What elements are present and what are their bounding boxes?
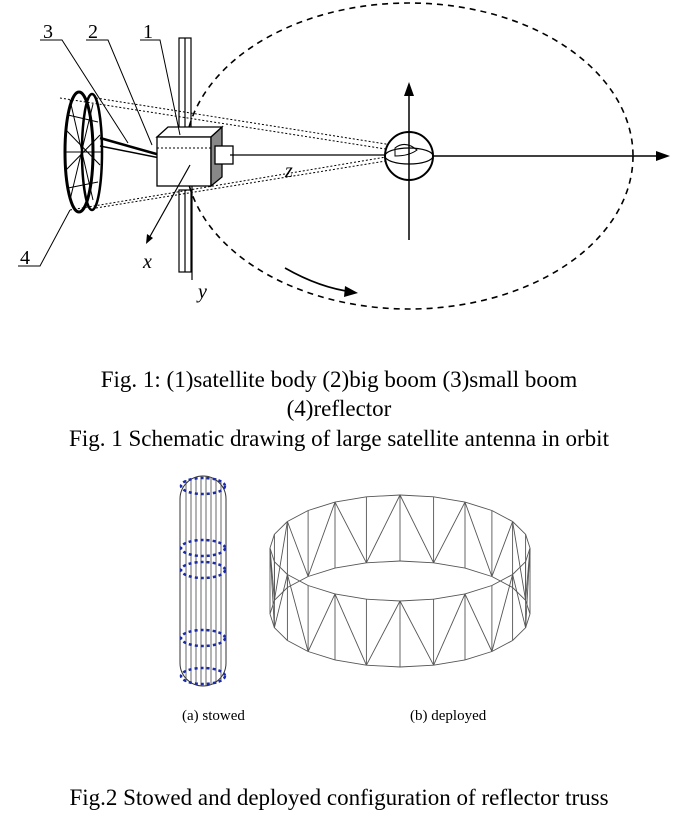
figure-1-caption-line-3: Fig. 1 Schematic drawing of large satell… (69, 426, 609, 451)
label-deployed: (b) deployed (410, 708, 487, 724)
beam-lines (59, 97, 393, 211)
deployed-truss (269, 494, 531, 668)
satellite-body (155, 125, 234, 188)
callout-4: 4 (20, 247, 30, 269)
figure-2-caption: Fig.2 Stowed and deployed configuration … (69, 785, 609, 810)
callout-3: 3 (43, 21, 53, 43)
callout-lines (18, 39, 181, 267)
orbit-direction-arrow (284, 267, 354, 293)
callout-1: 1 (143, 21, 153, 43)
figure-1-caption-line-2: (4)reflector (286, 396, 392, 421)
callout-2: 2 (88, 21, 98, 43)
stowed-truss (179, 475, 227, 687)
axis-label-y: y (196, 281, 207, 303)
big-boom (99, 145, 161, 159)
figure-2-diagram: (a) stowed (b) deployed (179, 475, 531, 724)
small-boom (99, 136, 161, 157)
figure-1-diagram: 1 2 3 4 x y z (18, 2, 670, 310)
reflector-ring (63, 90, 104, 214)
x-axis (147, 164, 191, 241)
axis-label-x: x (142, 251, 152, 273)
label-stowed: (a) stowed (182, 708, 245, 724)
figure-1-caption-line-1: Fig. 1: (1)satellite body (2)big boom (3… (100, 367, 578, 392)
axis-label-z: z (284, 160, 293, 182)
